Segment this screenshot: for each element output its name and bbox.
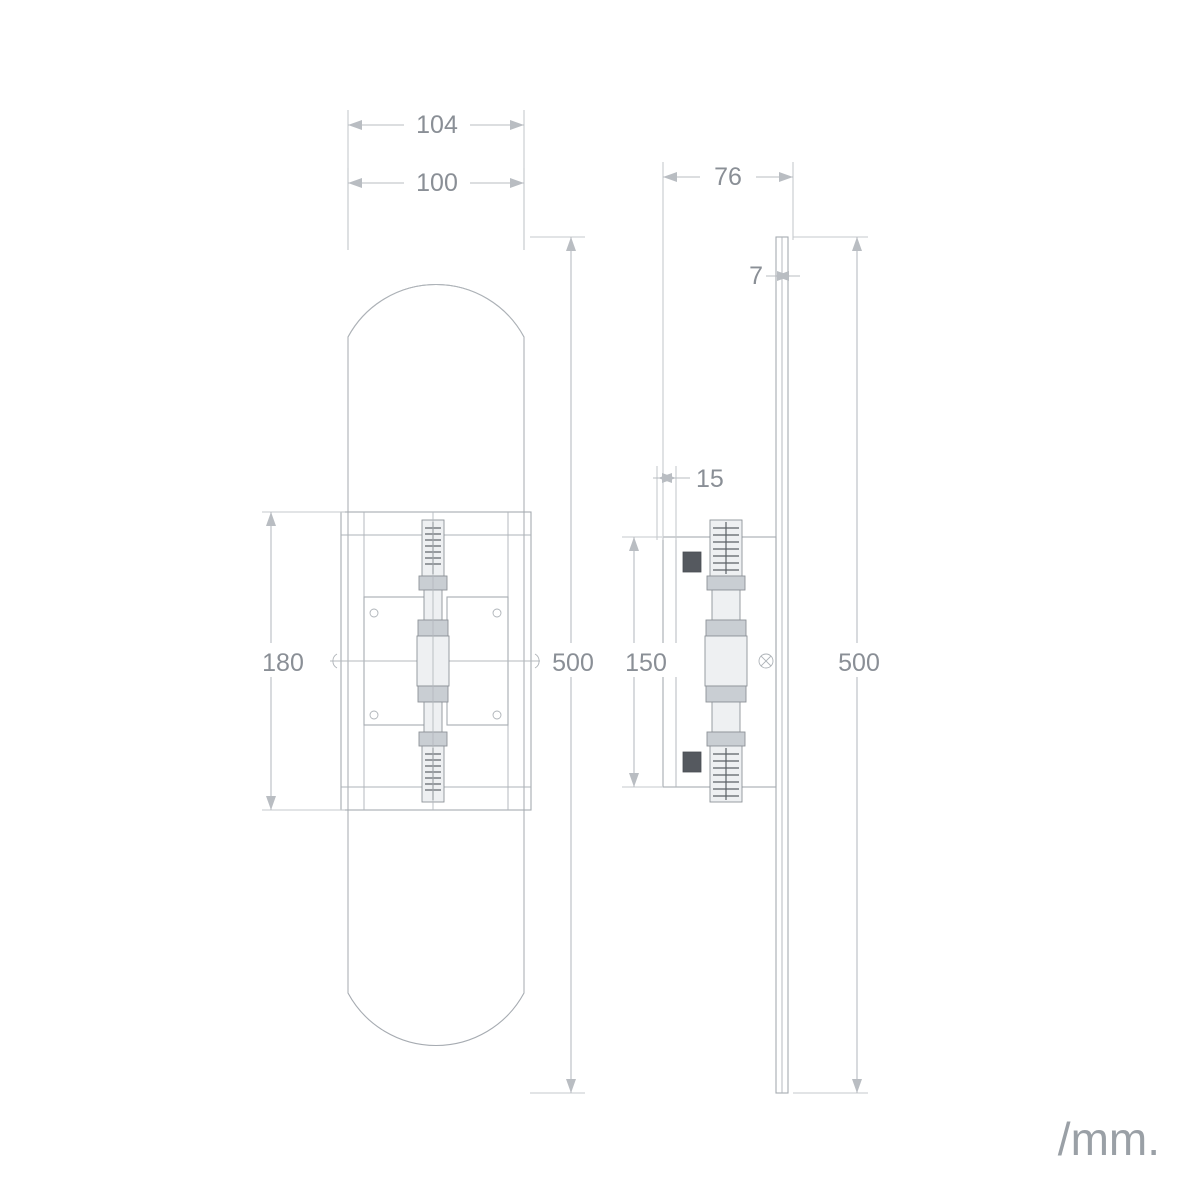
side-dimension-150: 150: [613, 536, 679, 788]
side-collar-top: [706, 575, 746, 591]
front-screw-bottom-right: [492, 710, 502, 720]
front-screw-top-left: [369, 608, 379, 618]
front-screw-top-right: [492, 608, 502, 618]
side-ribs-bottom: [713, 748, 739, 800]
side-clamp-bottom: [682, 751, 702, 773]
dimension-label-7: 7: [749, 262, 763, 290]
dimension-label-100: 100: [416, 169, 458, 197]
dimension-label-side-500: 500: [838, 649, 880, 677]
front-hardware-assembly: [416, 512, 450, 810]
dimension-label-104: 104: [416, 111, 458, 139]
side-clamp-top: [682, 551, 702, 573]
dimension-label-15: 15: [696, 465, 724, 493]
front-dimension-104: 104: [347, 110, 525, 250]
front-panel-top-arc: [347, 284, 525, 338]
side-shaft-top: [711, 589, 741, 621]
side-collar-bottom: [706, 731, 746, 747]
front-screw-bottom-left: [369, 710, 379, 720]
dimension-label-front-500: 500: [552, 649, 594, 677]
side-body-center: [704, 635, 748, 687]
side-pivot-screw-slot-b: [760, 655, 772, 667]
side-ribs-top: [713, 522, 739, 574]
front-left-cap: [332, 653, 338, 669]
dimension-label-150: 150: [625, 649, 667, 677]
front-dimension-180: 180: [250, 511, 345, 811]
side-joint-top: [705, 619, 747, 637]
side-shaft-bottom: [711, 701, 741, 733]
side-dimension-76: 76: [662, 162, 794, 540]
dimension-label-76: 76: [714, 163, 742, 191]
units-label: /mm.: [1058, 1113, 1160, 1165]
dimension-label-180: 180: [262, 649, 304, 677]
front-dimension-100: 100: [347, 168, 525, 250]
side-dimension-7: 7: [749, 262, 800, 290]
side-pivot-screw: [758, 653, 774, 669]
side-hardware-assembly: [704, 519, 748, 803]
side-dimension-500: 500: [793, 236, 892, 1094]
front-dimension-500: 500: [530, 236, 606, 1094]
side-joint-bottom: [705, 685, 747, 703]
side-dimension-15: 15: [653, 465, 724, 540]
front-right-cap: [534, 653, 540, 669]
front-view-part: [330, 283, 542, 1047]
side-view-part: [662, 236, 789, 1094]
